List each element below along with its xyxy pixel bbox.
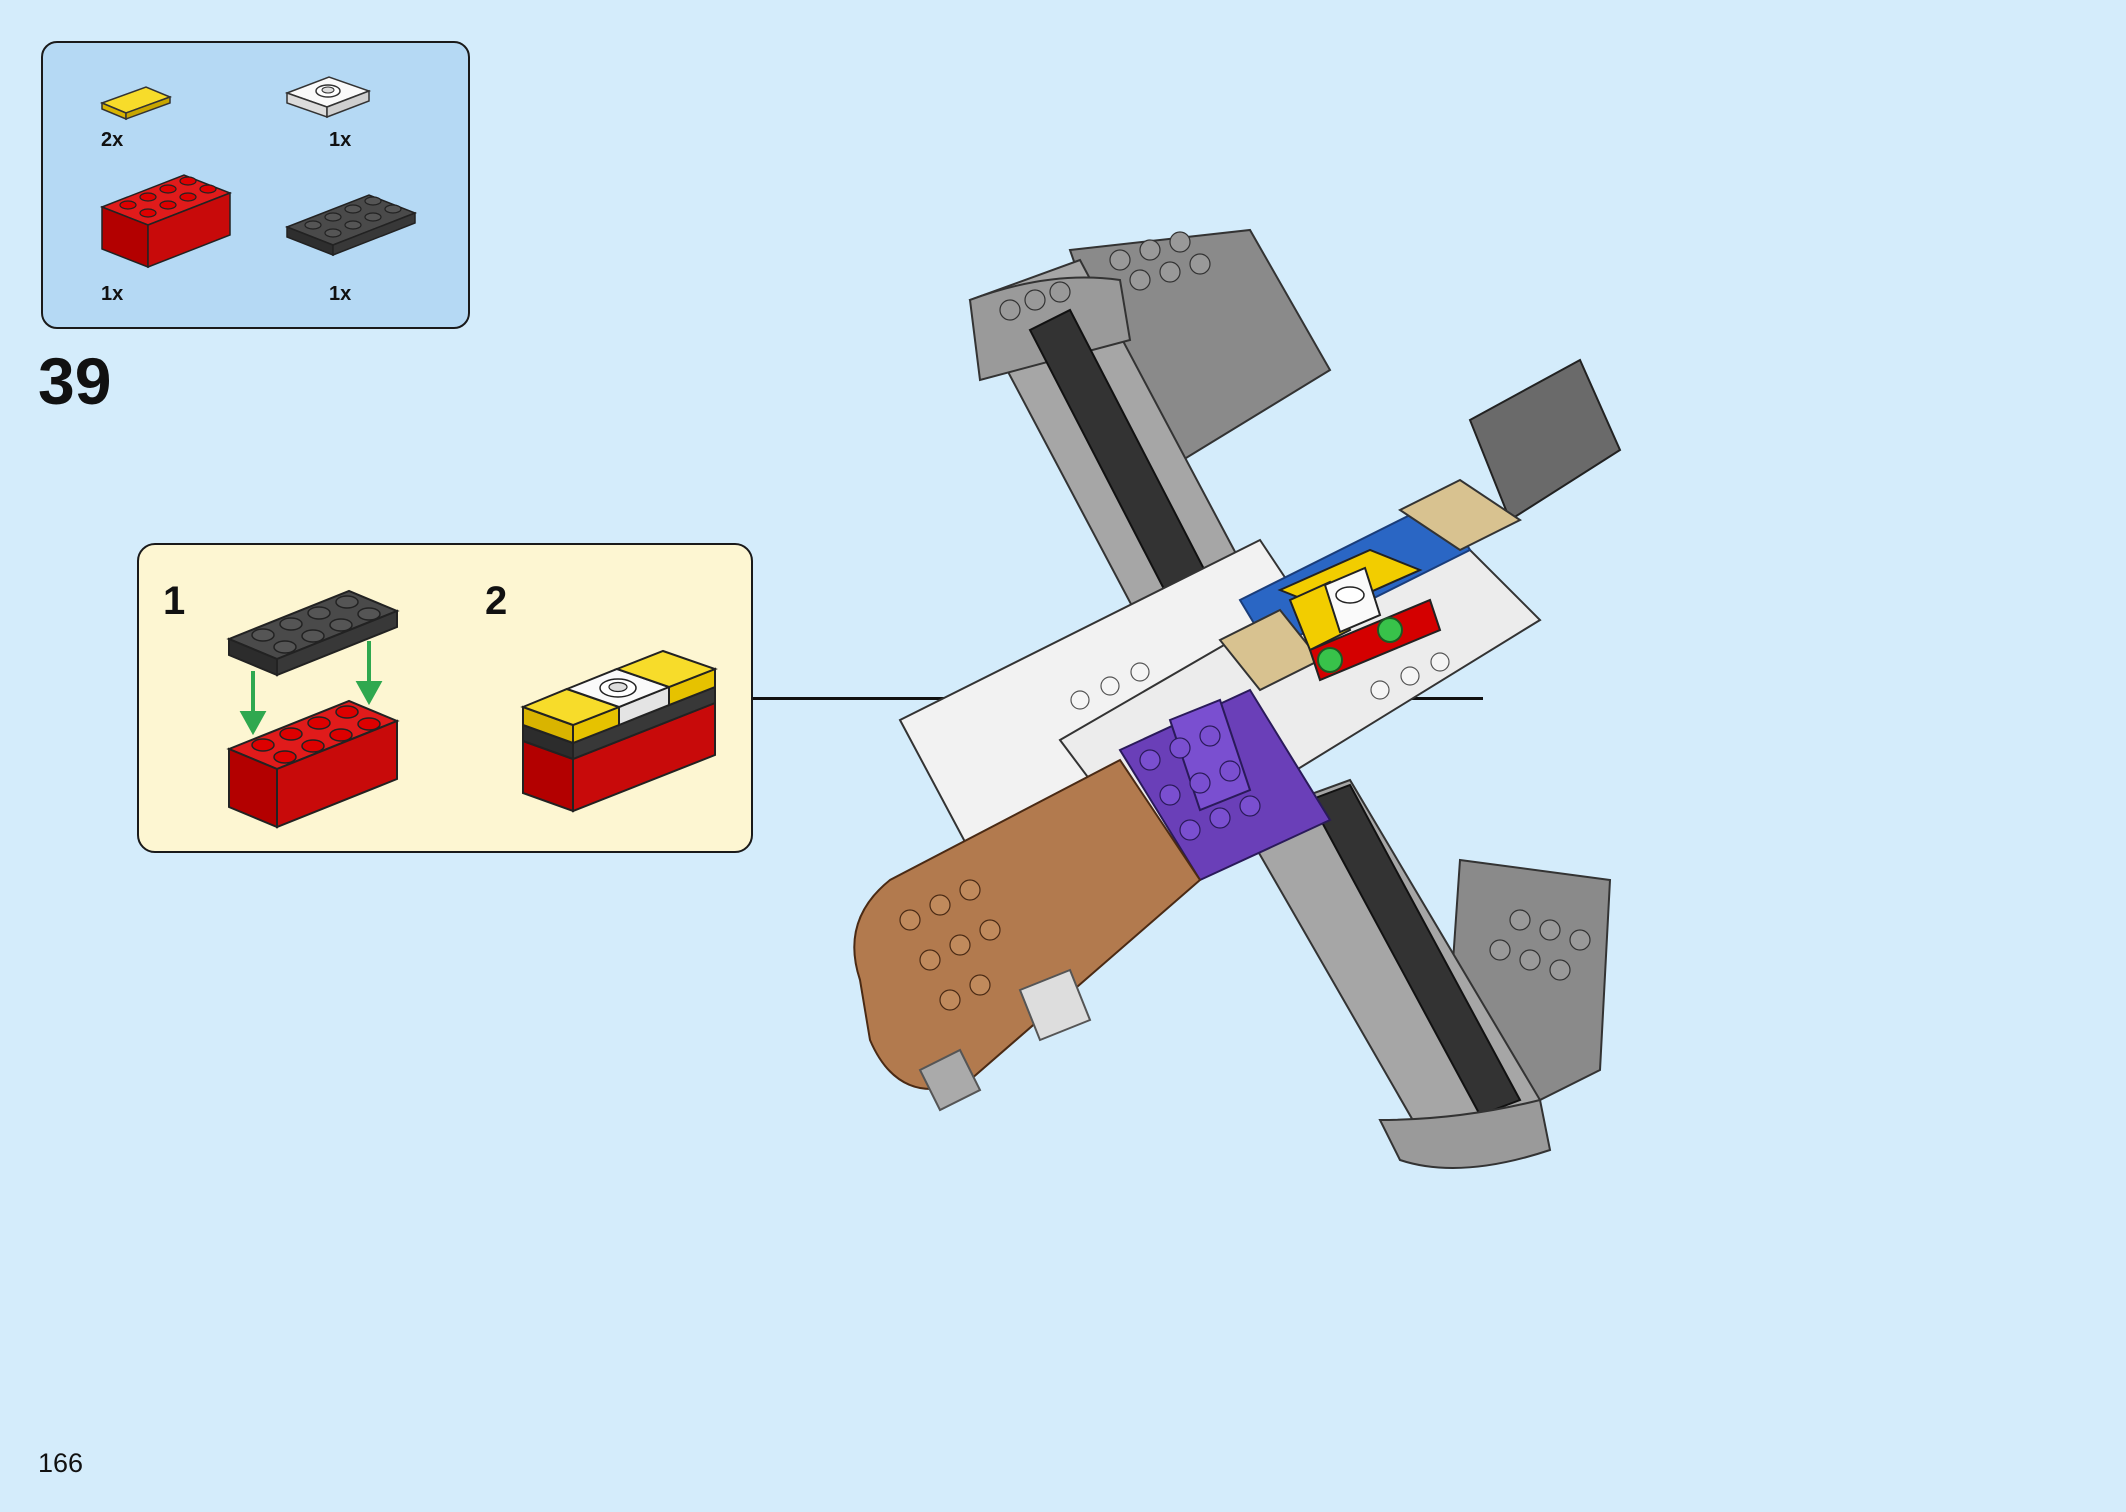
part-yellow-tile: 2x (98, 83, 178, 151)
part-qty: 1x (329, 129, 352, 151)
sub-step-number: 2 (485, 579, 508, 623)
part-black-plate: 1x (283, 191, 423, 305)
white-jumper-plate-icon (284, 76, 372, 119)
page-number: 166 (38, 1448, 84, 1478)
sub-step-number: 1 (163, 579, 186, 623)
part-qty: 2x (101, 129, 124, 151)
main-model-illustration (853, 228, 1622, 1169)
step-number: 39 (38, 344, 112, 418)
sub-step-2-illustration (520, 649, 718, 813)
parts-list-box: 2x 1x 1x (41, 41, 470, 329)
sub-step-box: 1 2 (137, 543, 753, 853)
part-qty: 1x (329, 283, 352, 305)
yellow-tile-icon (99, 86, 173, 121)
part-white-jumper: 1x (283, 71, 373, 151)
brown-nose (853, 758, 1202, 1090)
printed-tile (1018, 968, 1092, 1042)
part-qty: 1x (101, 283, 124, 305)
sub-step-1-illustration (226, 589, 400, 829)
red-brick-icon (99, 174, 233, 269)
part-red-brick: 1x (98, 171, 238, 305)
green-arrow-icon (239, 641, 383, 736)
black-plate-icon (284, 194, 418, 257)
